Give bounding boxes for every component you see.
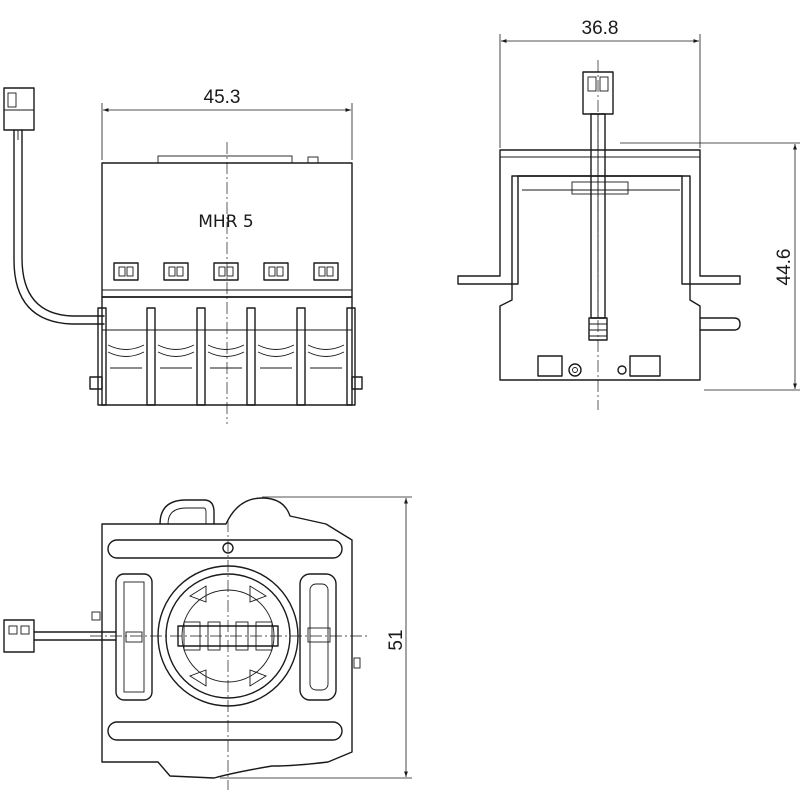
terminal-block (89, 296, 363, 406)
connector-plug (3, 87, 35, 140)
cable (13, 129, 105, 325)
top-connector (3, 619, 117, 653)
front-width-dimension: 45.3 (101, 87, 353, 160)
top-height-label: 51 (386, 629, 407, 650)
top-height-dimension: 51 (220, 496, 412, 779)
front-view: MHR 5 (3, 87, 363, 424)
side-width-dimension: 36.8 (499, 18, 701, 148)
side-width-label: 36.8 (582, 18, 619, 39)
side-height-label: 44.6 (774, 249, 795, 286)
module-label: MHR 5 (198, 212, 253, 232)
side-view: 36.8 44.6 (457, 18, 800, 410)
top-body (101, 497, 353, 779)
terminal-clip (263, 262, 289, 281)
terminal-clip (163, 262, 189, 281)
top-view: 51 (3, 496, 412, 790)
front-width-label: 45.3 (204, 87, 241, 108)
terminal-clip (313, 262, 339, 281)
terminal-clip (213, 262, 239, 281)
top-handle (159, 499, 215, 525)
mounting-bracket (457, 149, 741, 285)
side-height-dimension: 44.6 (620, 142, 800, 391)
side-body (499, 175, 701, 381)
terminal-clip (113, 262, 139, 281)
